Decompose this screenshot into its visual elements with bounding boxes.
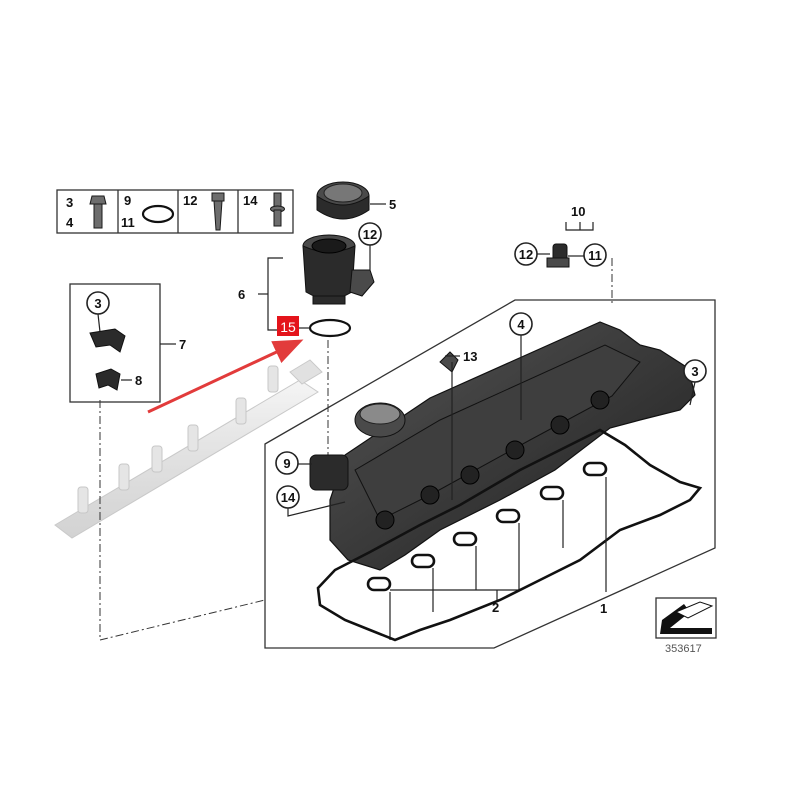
callout-14: 14 (281, 490, 296, 505)
callout-11: 11 (121, 215, 135, 230)
callout-3: 3 (66, 195, 73, 210)
reference-symbol (655, 597, 717, 639)
callout-5: 5 (389, 197, 396, 212)
callout-12: 12 (183, 193, 197, 208)
callout-7: 7 (179, 337, 186, 352)
callout-13: 13 (463, 349, 477, 364)
clip-upper-part (89, 328, 126, 353)
cylinder-head-cover-part-4 (309, 321, 696, 571)
callout-1: 1 (600, 601, 607, 616)
callout-2: 2 (492, 600, 499, 615)
callout-11: 11 (588, 248, 602, 263)
reference-number: 353617 (665, 643, 702, 655)
camshaft-sensor-part (546, 243, 570, 268)
o-ring-part-9-11 (141, 204, 175, 224)
bolt-part-3-4 (89, 195, 107, 229)
callout-12: 12 (519, 247, 533, 262)
callout-9: 9 (283, 456, 290, 471)
stud-part-14 (270, 192, 285, 227)
highlight-box-15 (277, 316, 299, 336)
clip-lower-part (95, 368, 121, 391)
oil-filler-cap-part-5 (316, 181, 370, 220)
clip-parts-box: 7 3 8 (69, 283, 186, 403)
callout-14: 14 (243, 193, 258, 208)
screw-part-12 (211, 192, 225, 231)
callout-6: 6 (238, 287, 245, 302)
assembly-frame (264, 299, 716, 649)
callout-4: 4 (517, 317, 525, 332)
callout-10: 10 (571, 204, 585, 219)
filler-neck-part-6 (302, 234, 375, 305)
perimeter-gasket-part-1 (316, 428, 703, 642)
callout-9: 9 (124, 193, 131, 208)
callout-8: 8 (135, 373, 142, 388)
callout-12: 12 (363, 227, 377, 242)
small-parts-table: 3 4 9 11 12 14 (56, 189, 294, 234)
callout-4: 4 (66, 215, 74, 230)
callout-15: 15 (280, 319, 296, 335)
red-pointer-arrow (147, 339, 304, 414)
callout-3: 3 (94, 296, 101, 311)
o-ring-part-15 (308, 318, 352, 338)
callout-3: 3 (691, 364, 698, 379)
fuel-rail-background (54, 359, 323, 539)
